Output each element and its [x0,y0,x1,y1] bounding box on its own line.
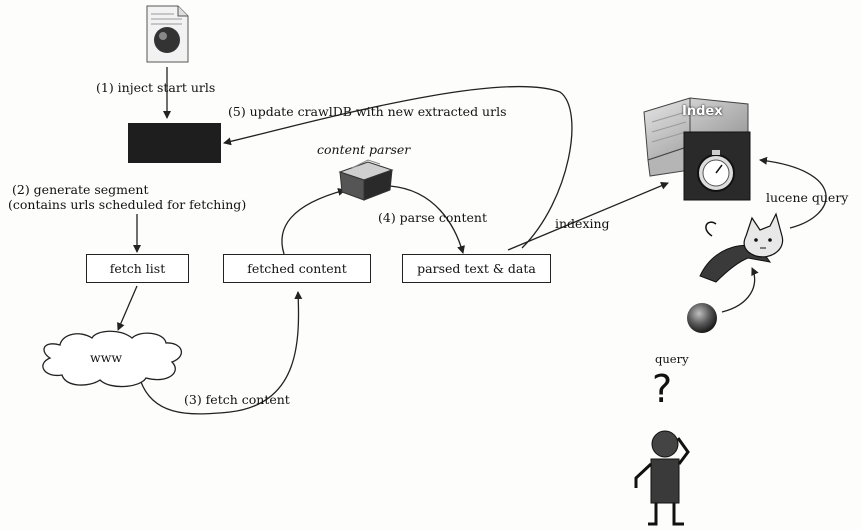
to-parser-arrow [281,187,346,255]
lucene-arrow [759,156,827,229]
content-parser-label: content parser [317,142,411,157]
parsed-text-label: parsed text & data [417,261,536,276]
step-3-label: (3) fetch content [184,392,290,407]
fetched-content-node: fetched content [223,254,371,283]
step-5-label: (5) update crawlDB with new extracted ur… [228,104,507,119]
parsed-text-node: parsed text & data [402,254,551,283]
fetchlist-arrow [117,285,138,331]
document-icon [146,5,189,63]
www-label: www [90,350,123,365]
tomcat-icon [699,212,784,283]
index-label: Index [682,104,723,119]
step-2-label: (2) generate segment [12,182,149,197]
fetch-arrow [137,291,303,415]
content-parser-icon [338,159,394,201]
question-mark: ? [652,367,673,411]
www-cloud [42,330,182,388]
step-2-sublabel: (contains urls scheduled for fetching) [8,197,247,212]
globe-icon [687,303,717,333]
step-1-label: (1) inject start urls [96,80,216,95]
crawldb-icon [128,123,221,163]
indexing-arrow [507,182,669,251]
lucene-query-label: lucene query [766,190,849,205]
person-icon [634,430,690,526]
step-4-label: (4) parse content [378,210,487,225]
stopwatch-icon [683,131,751,201]
parse-arrow [389,185,465,254]
fetch-list-node: fetch list [86,254,189,283]
fetched-content-label: fetched content [247,261,347,276]
query-to-tomcat-arrow [721,267,759,313]
update-arrow [223,85,573,249]
query-label: query [655,352,689,366]
fetch-list-label: fetch list [109,261,166,276]
indexing-label: indexing [555,216,610,231]
